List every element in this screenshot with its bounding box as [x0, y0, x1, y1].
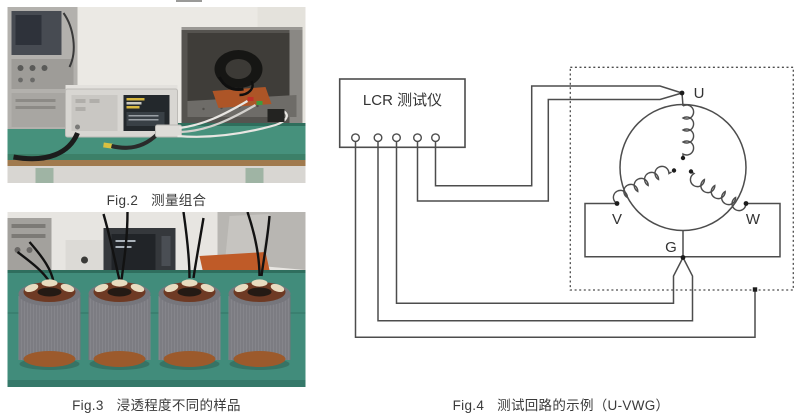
fig3-label: Fig.3: [72, 398, 104, 413]
orange-mat: [199, 252, 270, 274]
fig4-caption: Fig.4 测试回路的示例（U-VWG）: [330, 394, 792, 414]
fig2-label: Fig.2: [106, 193, 139, 208]
u-terminal-dot: [679, 90, 685, 96]
winding-v-end-dot: [671, 168, 677, 173]
lcr-tester-box: LCR 测试仪: [338, 78, 466, 149]
fig4-label: Fig.4: [452, 398, 485, 413]
measurement-wires: [354, 85, 756, 339]
lab-background: [7, 212, 306, 276]
red-clip: [247, 97, 254, 101]
u-terminal-label: U: [694, 85, 705, 102]
enclosure-connection-dot: [752, 287, 758, 292]
winding-u: [681, 104, 695, 157]
g-terminal-label: G: [665, 239, 677, 256]
v-terminal-label: V: [612, 211, 622, 228]
terminal-port-1: [351, 133, 361, 143]
fig3-photo: [7, 212, 306, 387]
winding-v: [612, 165, 672, 205]
fig4-title: 测试回路的示例（U-VWG）: [497, 398, 670, 413]
v-terminal-dot: [614, 201, 620, 206]
winding-w-end-dot: [688, 169, 694, 174]
terminal-port-5: [431, 133, 441, 143]
stator-sample-4: [228, 279, 291, 370]
lcr-meter: [65, 85, 178, 138]
rack-cable: [62, 12, 75, 68]
green-clip: [256, 101, 263, 105]
terminal-port-2: [373, 133, 383, 143]
bench-accessory: [267, 109, 285, 122]
fig2-title: 测量组合: [151, 193, 207, 208]
stator-cables: [16, 212, 271, 283]
wire-guard-to-enclosure: [354, 141, 756, 339]
w-terminal-dot: [743, 201, 749, 206]
fig3-title: 浸透程度不同的样品: [116, 398, 241, 413]
stator-sample-2: [88, 279, 151, 370]
scan-artifact: [176, 0, 202, 2]
terminal-port-3: [392, 133, 402, 143]
shield-box: [181, 27, 303, 123]
wire-hcur-to-u: [434, 85, 683, 187]
winding-u-end-dot: [680, 155, 686, 161]
winding-w: [689, 171, 747, 212]
g-terminal-dot: [680, 255, 686, 260]
wire-lpot-to-g: [395, 141, 684, 305]
wire-hpot-to-u: [416, 92, 683, 202]
motor-circle: [619, 103, 747, 232]
stator-sample-1: [18, 279, 81, 370]
fig3-caption: Fig.3 浸透程度不同的样品: [7, 394, 306, 414]
w-terminal-label: W: [746, 211, 761, 228]
motor-stator: [214, 50, 263, 97]
motor-symbol: U V W G: [612, 85, 761, 292]
lcr-terminal-ports: [351, 133, 441, 143]
figure-3: Fig.3 浸透程度不同的样品: [7, 212, 306, 414]
stator-sample-3: [158, 279, 221, 370]
figure-2: Fig.2 测量组合: [7, 7, 306, 209]
connection-dots: [614, 90, 758, 292]
dut-enclosure-dotted-border: [569, 66, 794, 291]
fig2-caption: Fig.2 测量组合: [7, 189, 306, 209]
fig2-photo: [7, 7, 306, 183]
lcr-tester-label: LCR 测试仪: [363, 92, 442, 109]
terminal-port-4: [413, 133, 423, 143]
wire-lcur-to-g: [377, 141, 694, 322]
test-cables: [13, 100, 288, 162]
